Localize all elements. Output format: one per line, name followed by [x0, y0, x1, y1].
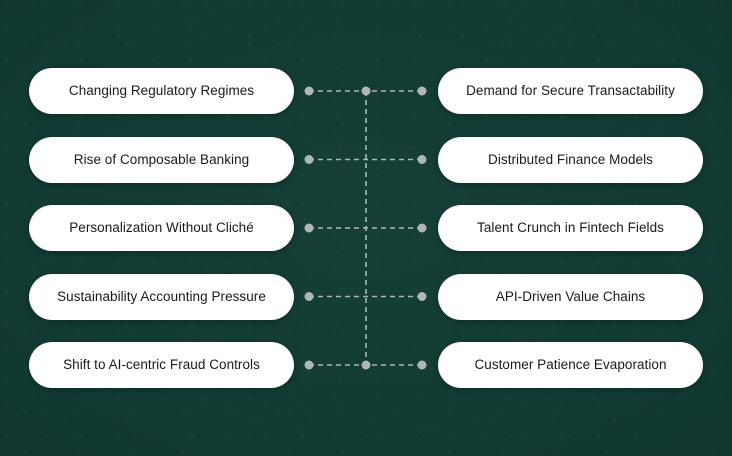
left-card-2[interactable]: Rise of Composable Banking: [29, 136, 294, 183]
left-card-1[interactable]: Changing Regulatory Regimes: [29, 68, 294, 114]
right-card-label: Distributed Finance Models: [488, 151, 653, 167]
right-card-5[interactable]: Customer Patience Evaporation: [438, 342, 703, 388]
diagram-row: Personalization Without Cliché Talent Cr…: [0, 205, 732, 251]
diagram-row: Sustainability Accounting Pressure API-D…: [0, 273, 732, 320]
right-card-label: Customer Patience Evaporation: [474, 357, 667, 373]
right-card-1[interactable]: Demand for Secure Transactability: [438, 68, 703, 114]
left-card-4[interactable]: Sustainability Accounting Pressure: [29, 273, 294, 320]
diagram-row: Changing Regulatory Regimes Demand for S…: [0, 68, 732, 114]
diagram-row: Rise of Composable Banking Distributed F…: [0, 136, 732, 183]
left-card-label: Shift to AI-centric Fraud Controls: [63, 357, 260, 373]
right-card-label: Talent Crunch in Fintech Fields: [477, 220, 664, 236]
left-card-3[interactable]: Personalization Without Cliché: [29, 205, 294, 251]
left-card-label: Rise of Composable Banking: [73, 151, 250, 167]
diagram-row: Shift to AI-centric Fraud Controls Custo…: [0, 342, 732, 388]
right-card-label: Demand for Secure Transactability: [466, 83, 675, 99]
left-card-label: Sustainability Accounting Pressure: [57, 288, 266, 304]
right-card-4[interactable]: API-Driven Value Chains: [438, 273, 703, 320]
right-card-3[interactable]: Talent Crunch in Fintech Fields: [438, 205, 703, 251]
right-card-2[interactable]: Distributed Finance Models: [438, 136, 703, 183]
left-card-5[interactable]: Shift to AI-centric Fraud Controls: [29, 342, 294, 388]
left-card-label: Personalization Without Cliché: [69, 220, 254, 236]
right-card-label: API-Driven Value Chains: [495, 288, 646, 304]
left-card-label: Changing Regulatory Regimes: [68, 83, 255, 99]
